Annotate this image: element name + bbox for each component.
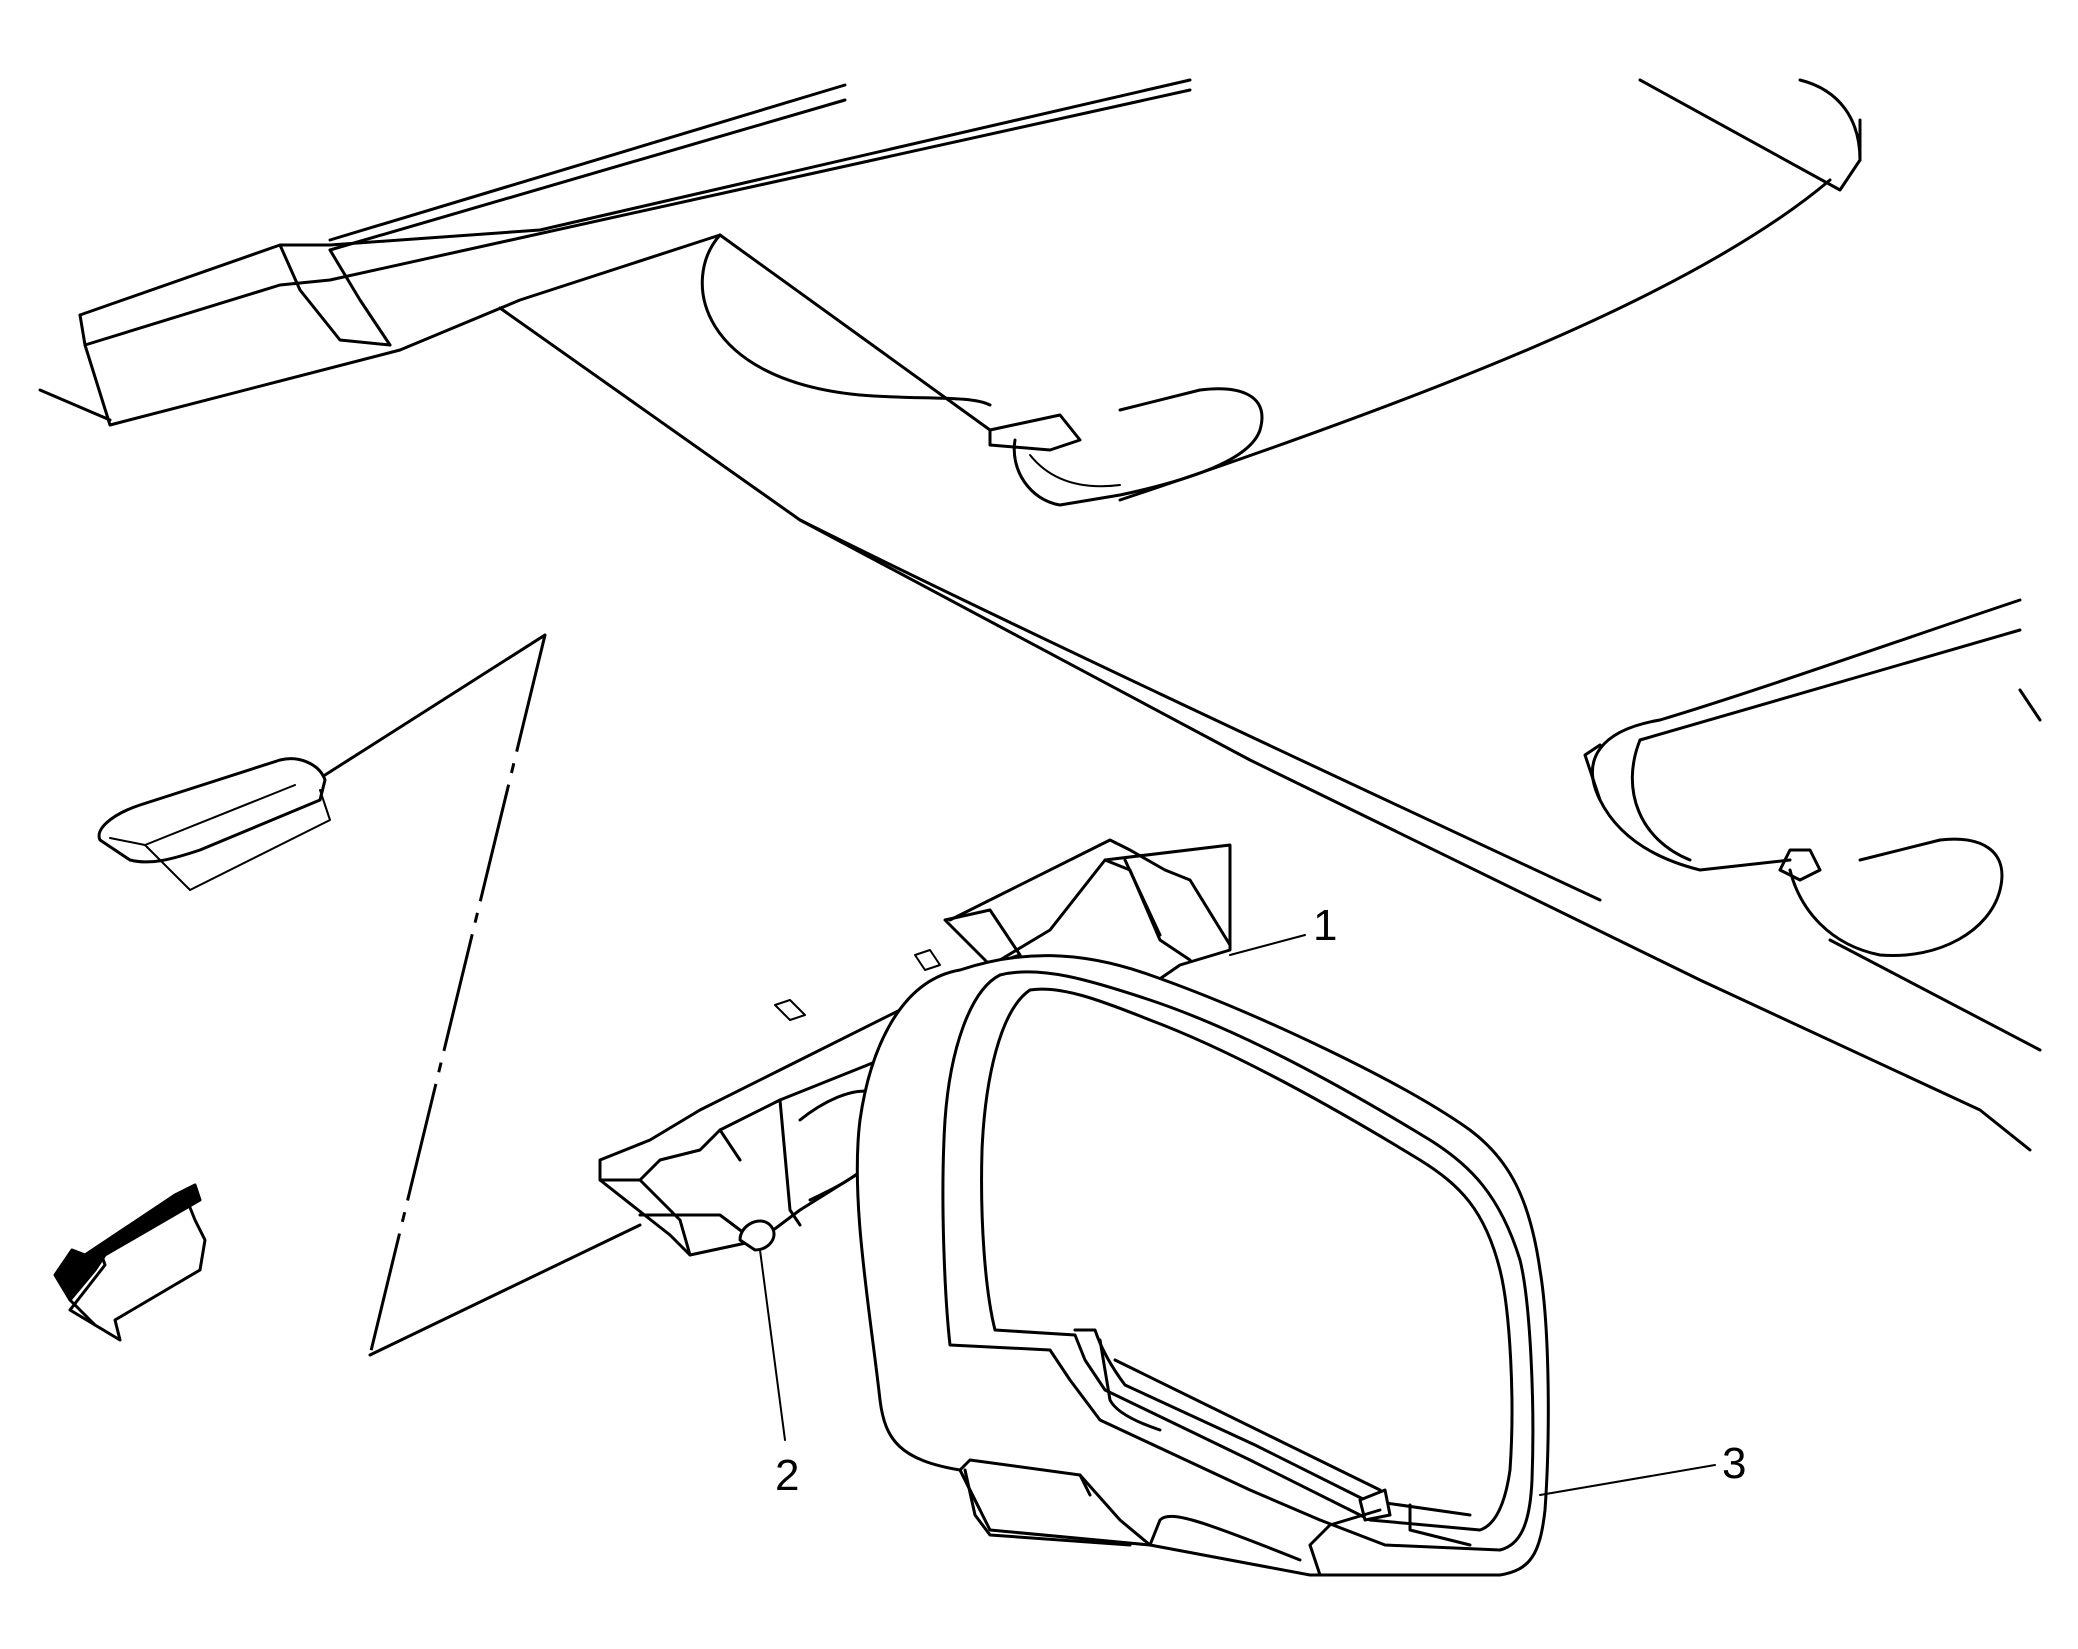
callout-2-label: 2 xyxy=(775,1451,799,1500)
headliner xyxy=(38,78,2032,1152)
callout-1-leader xyxy=(1229,934,1306,956)
inside-rearview-mirror xyxy=(855,954,1550,1577)
windshield-glass-edge xyxy=(323,633,642,1357)
callout-2: 2 xyxy=(759,1249,799,1500)
sun-visor-clip-right xyxy=(1583,598,2042,1052)
windshield-mount-pad xyxy=(97,757,331,891)
callout-1: 1 xyxy=(1229,901,1337,956)
callout-3: 3 xyxy=(1539,1439,1746,1496)
callout-3-leader xyxy=(1539,1464,1716,1496)
windshield-header-trim xyxy=(78,78,1192,427)
callout-2-leader xyxy=(759,1249,786,1441)
view-direction-arrow-icon xyxy=(53,1183,207,1342)
callout-1-label: 1 xyxy=(1313,901,1337,950)
sun-visor-clip-left xyxy=(700,233,1264,507)
callout-3-label: 3 xyxy=(1722,1439,1746,1488)
